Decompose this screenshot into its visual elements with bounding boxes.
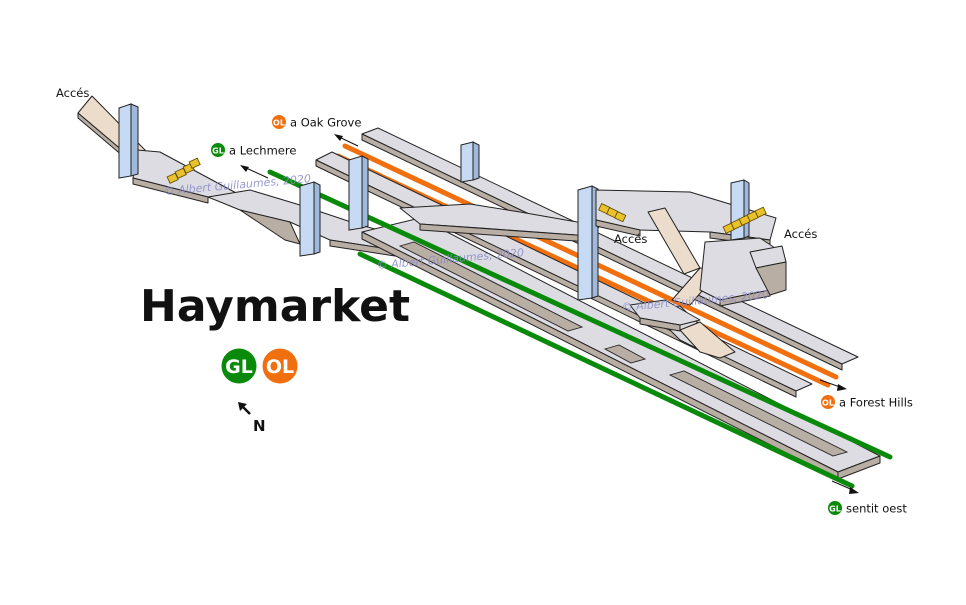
access-label-centre: Accés bbox=[614, 232, 647, 246]
svg-text:a Oak Grove: a Oak Grove bbox=[290, 116, 361, 130]
svg-text:OL: OL bbox=[822, 399, 834, 408]
line-badges: GL OL bbox=[221, 348, 298, 384]
station-title: Haymarket bbox=[140, 281, 410, 332]
ol-badge-icon bbox=[821, 395, 835, 409]
access-label-east: Accés bbox=[784, 227, 817, 241]
elevator-shaft-5 bbox=[577, 185, 599, 301]
ol-line-badge-icon bbox=[262, 348, 298, 384]
elevator-shaft-2 bbox=[299, 181, 321, 257]
escalator-west bbox=[166, 157, 201, 184]
ol-platform-north bbox=[361, 127, 859, 371]
elevator-shaft-4 bbox=[460, 141, 480, 183]
access-label-west: Accés bbox=[56, 86, 89, 100]
elevator-shaft-3 bbox=[348, 155, 369, 231]
north-arrow: N bbox=[238, 402, 266, 435]
svg-text:GL: GL bbox=[212, 147, 224, 156]
gl-badge-icon bbox=[211, 143, 225, 157]
svg-text:GL: GL bbox=[829, 505, 841, 514]
svg-text:a Lechmere: a Lechmere bbox=[229, 144, 296, 158]
elevator-shafts bbox=[118, 103, 599, 301]
gl-tracks bbox=[267, 169, 893, 489]
east-shaft bbox=[730, 179, 750, 241]
escalator-centre bbox=[598, 203, 627, 223]
escalators bbox=[166, 157, 767, 234]
direction-lechmere: GL a Lechmere bbox=[211, 143, 296, 158]
svg-text:OL: OL bbox=[273, 119, 285, 128]
ol-badge-icon bbox=[272, 115, 286, 129]
svg-text:a Forest Hills: a Forest Hills bbox=[839, 396, 913, 410]
direction-forest-hills: OL a Forest Hills bbox=[821, 395, 913, 410]
svg-text:sentit oest: sentit oest bbox=[846, 502, 907, 516]
direction-oak-grove: OL a Oak Grove bbox=[272, 115, 361, 130]
svg-text:GL: GL bbox=[225, 356, 253, 378]
svg-text:OL: OL bbox=[266, 356, 294, 378]
direction-sentit-oest: GL sentit oest bbox=[828, 501, 907, 516]
gl-platform bbox=[361, 217, 881, 480]
gl-badge-icon bbox=[828, 501, 842, 515]
north-arrow-icon bbox=[238, 402, 247, 411]
gl-line-badge-icon bbox=[221, 348, 257, 384]
direction-arrows bbox=[240, 134, 859, 494]
escalator-east bbox=[722, 206, 767, 234]
elevator-shaft-1 bbox=[118, 103, 139, 179]
north-label: N bbox=[253, 417, 266, 435]
